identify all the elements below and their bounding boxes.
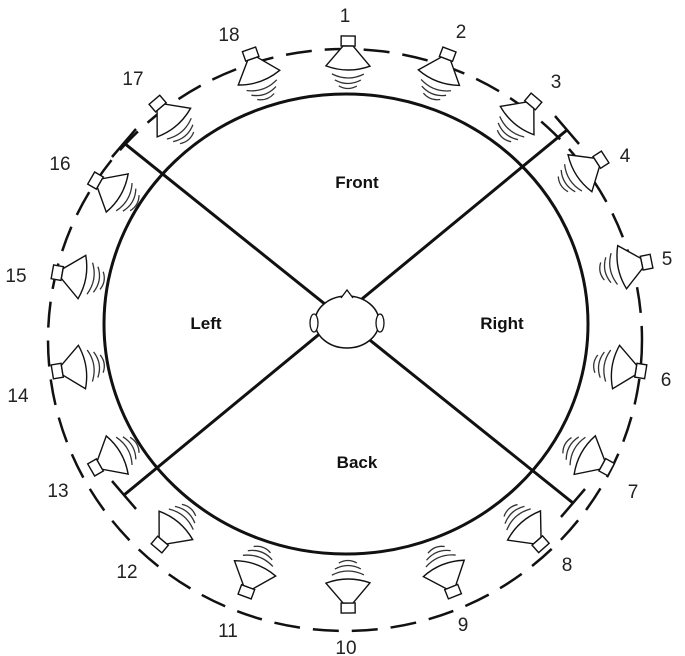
zone-label-right: Right xyxy=(480,314,524,333)
speaker-icon xyxy=(599,244,654,290)
speaker-number-label: 2 xyxy=(456,22,467,43)
speaker-icon xyxy=(503,503,551,554)
speaker-number-label: 1 xyxy=(340,6,351,27)
speaker-icon xyxy=(148,94,195,145)
speaker-number-label: 15 xyxy=(5,266,26,287)
speaker-icon xyxy=(237,46,281,101)
speaker-icon xyxy=(324,559,372,614)
speaker-icon xyxy=(593,344,648,390)
speaker-number-label: 3 xyxy=(551,72,562,93)
speaker-icon xyxy=(50,254,105,300)
speaker-icon xyxy=(50,344,105,390)
speaker-number-label: 6 xyxy=(661,370,672,391)
divider-end-cap xyxy=(560,488,586,518)
speaker-number-label: 12 xyxy=(116,562,137,583)
speaker-icon xyxy=(417,46,461,101)
speaker-number-label: 11 xyxy=(218,621,238,642)
speaker-number-label: 9 xyxy=(458,615,469,636)
speaker-icon xyxy=(562,434,616,477)
speaker-number-label: 5 xyxy=(662,249,673,270)
speaker-icon xyxy=(86,434,140,477)
speaker-number-label: 17 xyxy=(122,69,143,90)
zone-label-left: Left xyxy=(190,314,222,333)
speaker-number-label: 18 xyxy=(218,25,239,46)
speaker-number-label: 14 xyxy=(7,386,29,407)
speaker-icon xyxy=(557,150,610,193)
speaker-number-label: 13 xyxy=(47,481,68,502)
speaker-number-label: 7 xyxy=(628,482,639,503)
listening-area-circle xyxy=(102,92,590,556)
speaker-number-label: 4 xyxy=(620,146,631,167)
zone-label-front: Front xyxy=(335,173,379,192)
speaker-group xyxy=(50,35,654,614)
listener-head-icon xyxy=(309,288,385,349)
speaker-icon xyxy=(150,503,197,554)
divider-end-cap xyxy=(554,115,580,145)
speaker-number-label: 16 xyxy=(49,154,70,175)
speaker-number-label: 8 xyxy=(562,555,573,576)
speaker-icon xyxy=(496,92,543,143)
speaker-number-label: 10 xyxy=(335,638,356,656)
speaker-icon xyxy=(324,35,372,90)
divider-end-cap xyxy=(111,480,137,510)
speaker-icon xyxy=(86,171,140,214)
zone-label-back: Back xyxy=(337,453,378,472)
divider-end-cap xyxy=(111,128,137,158)
speaker-icon xyxy=(422,545,466,600)
speaker-icon xyxy=(233,545,277,600)
